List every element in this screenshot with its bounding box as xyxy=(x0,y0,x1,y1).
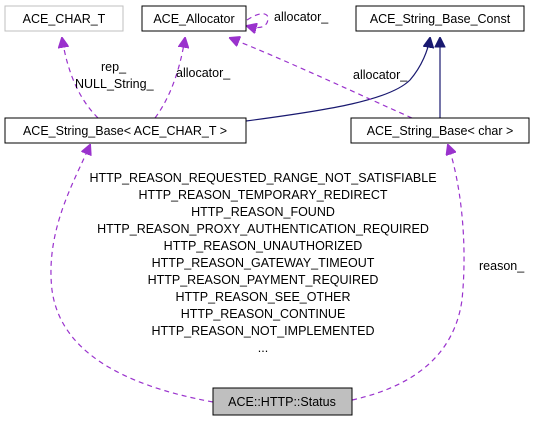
usage-edge-allocator-self xyxy=(247,13,269,28)
edge-label-allocator-from-char-t: allocator_ xyxy=(176,66,231,80)
status-member-label: HTTP_REASON_PROXY_AUTHENTICATION_REQUIRE… xyxy=(97,222,429,236)
edge-label-rep: rep_ xyxy=(101,60,127,74)
node-ace-string-base-char-label: ACE_String_Base< char > xyxy=(367,124,514,138)
node-ace-char-t[interactable]: ACE_CHAR_T xyxy=(4,5,124,32)
usage-edge-status-to-char xyxy=(351,145,465,401)
usage-edge-allocator-from-char-t xyxy=(154,38,185,119)
node-ace-char-t-label: ACE_CHAR_T xyxy=(23,12,106,26)
usage-edge-status-to-char-t xyxy=(50,145,214,403)
status-member-label: HTTP_REASON_REQUESTED_RANGE_NOT_SATISFIA… xyxy=(89,171,436,185)
edge-label-reason: reason_ xyxy=(479,259,525,273)
status-member-label: HTTP_REASON_TEMPORARY_REDIRECT xyxy=(138,188,387,202)
edge-label-allocator-from-char: allocator_ xyxy=(353,68,408,82)
usage-edge-rep-to-char-t xyxy=(62,38,99,119)
node-ace-string-base-const[interactable]: ACE_String_Base_Const xyxy=(355,5,525,32)
edge-label-null-string: NULL_String_ xyxy=(75,77,155,91)
status-member-label: HTTP_REASON_PAYMENT_REQUIRED xyxy=(148,273,379,287)
node-ace-string-base-char-t[interactable]: ACE_String_Base< ACE_CHAR_T > xyxy=(4,117,247,144)
status-member-label: HTTP_REASON_CONTINUE xyxy=(181,307,346,321)
status-member-label: HTTP_REASON_UNAUTHORIZED xyxy=(164,239,363,253)
status-member-label: HTTP_REASON_SEE_OTHER xyxy=(175,290,350,304)
usage-edge-allocator-from-char xyxy=(230,38,413,119)
edge-label-allocator-self: allocator_ xyxy=(274,10,329,24)
status-member-list: HTTP_REASON_REQUESTED_RANGE_NOT_SATISFIA… xyxy=(89,171,436,355)
node-ace-http-status-label: ACE::HTTP::Status xyxy=(228,395,336,409)
node-ace-string-base-const-label: ACE_String_Base_Const xyxy=(370,12,511,26)
status-member-label: ... xyxy=(258,341,268,355)
node-ace-string-base-char[interactable]: ACE_String_Base< char > xyxy=(350,117,530,144)
status-member-label: HTTP_REASON_GATEWAY_TIMEOUT xyxy=(152,256,375,270)
inheritance-edge-char-t-to-const xyxy=(245,38,430,122)
status-member-label: HTTP_REASON_FOUND xyxy=(191,205,335,219)
node-ace-string-base-char-t-label: ACE_String_Base< ACE_CHAR_T > xyxy=(23,124,227,138)
node-ace-http-status[interactable]: ACE::HTTP::Status xyxy=(212,387,353,416)
status-member-label: HTTP_REASON_NOT_IMPLEMENTED xyxy=(152,324,375,338)
node-ace-allocator-label: ACE_Allocator xyxy=(153,12,234,26)
node-ace-allocator[interactable]: ACE_Allocator xyxy=(141,5,247,32)
